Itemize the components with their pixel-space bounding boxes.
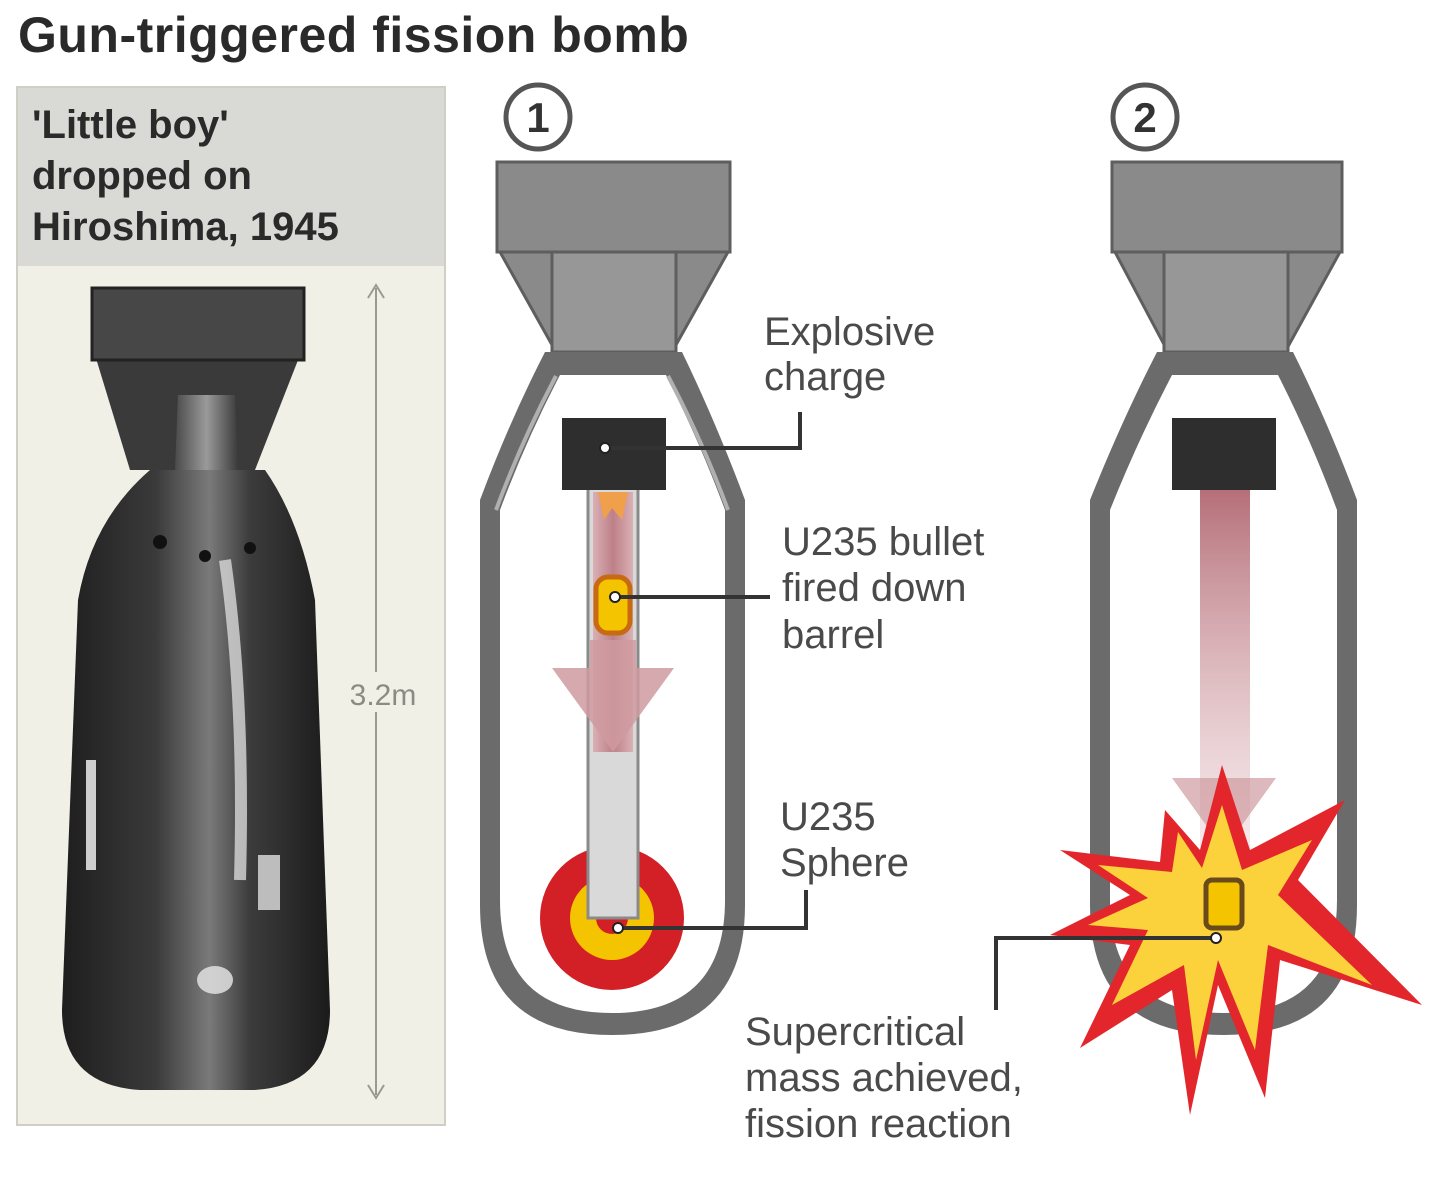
step-2-circle (1110, 82, 1180, 152)
photo-highlight (219, 559, 247, 881)
leader-dots (599, 442, 1222, 944)
little-boy-photo (62, 286, 330, 1090)
caption-line-1: 'Little boy' (32, 103, 229, 147)
bomb-1-explosive-charge (562, 418, 666, 490)
leader-dot (1210, 932, 1222, 944)
photo-caption: 'Little boy' dropped on Hiroshima, 1945 (18, 88, 444, 266)
photo-mark-right (258, 855, 280, 910)
photo-mark-left (86, 760, 96, 870)
leader-dot (612, 922, 624, 934)
photo-highlight-spot (197, 966, 233, 994)
photo-tail-box (90, 286, 306, 362)
label-line: charge (764, 355, 886, 399)
caption-line-2: dropped on (32, 154, 252, 198)
label-line: mass achieved, (745, 1056, 1023, 1100)
photo-lug (244, 542, 256, 554)
label-u235-bullet: U235 bullet fired down barrel (782, 520, 984, 657)
label-line: barrel (782, 613, 884, 657)
label-line: Sphere (780, 841, 909, 885)
bomb-2-u235-mass (1203, 877, 1245, 931)
caption-line-3: Hiroshima, 1945 (32, 205, 339, 249)
leader-explosive-charge (605, 412, 802, 450)
leader-dot (599, 442, 611, 454)
bomb-2-explosive-charge (1172, 418, 1276, 490)
step-2-number: 2 (1133, 94, 1156, 141)
label-line: fired down (782, 566, 967, 610)
length-label: 3.2m (350, 679, 417, 712)
bomb-2-explosion-inner (1088, 805, 1372, 1060)
label-line: U235 bullet (782, 520, 984, 564)
step-1-badge: 1 (503, 82, 573, 152)
bomb-1-casing-edge (494, 375, 730, 511)
bomb-2-diagram (1050, 160, 1422, 1115)
bomb-2-tail-box (1110, 160, 1344, 254)
photo-lug (199, 550, 211, 562)
bomb-1-diagram (480, 160, 745, 1035)
bomb-1-u235-bullet (593, 574, 633, 636)
length-dimension: 3.2m (350, 283, 417, 1100)
bomb-1-tail-box (495, 160, 732, 254)
bomb-1-direction-arrow (552, 640, 674, 752)
label-line: Supercritical (745, 1010, 965, 1054)
leader-u235-sphere (618, 890, 808, 930)
bomb-2-tail-core (1162, 250, 1290, 354)
step-2-badge: 2 (1110, 82, 1180, 152)
bomb-1-tail-core (550, 250, 678, 354)
photo-neck (175, 395, 238, 470)
dimension-arrow-down (367, 1084, 385, 1100)
dimension-arrow-up (367, 283, 385, 299)
photo-lug (153, 535, 167, 549)
label-supercritical: Supercritical mass achieved, fission rea… (745, 1010, 1023, 1146)
label-line: U235 (780, 795, 876, 839)
leader-supercritical (994, 936, 1216, 1010)
step-1-number: 1 (526, 94, 549, 141)
leader-dot (609, 591, 621, 603)
label-u235-sphere: U235 Sphere (780, 795, 909, 885)
page-title: Gun-triggered fission bomb (18, 7, 690, 63)
leader-lines (605, 412, 1216, 1010)
step-1-circle (503, 82, 573, 152)
photo-bomb-body (62, 470, 330, 1090)
bomb-1-ignition-flame (598, 492, 628, 520)
label-line: Explosive (764, 310, 935, 354)
label-line: fission reaction (745, 1102, 1012, 1146)
label-explosive-charge: Explosive charge (764, 310, 935, 399)
